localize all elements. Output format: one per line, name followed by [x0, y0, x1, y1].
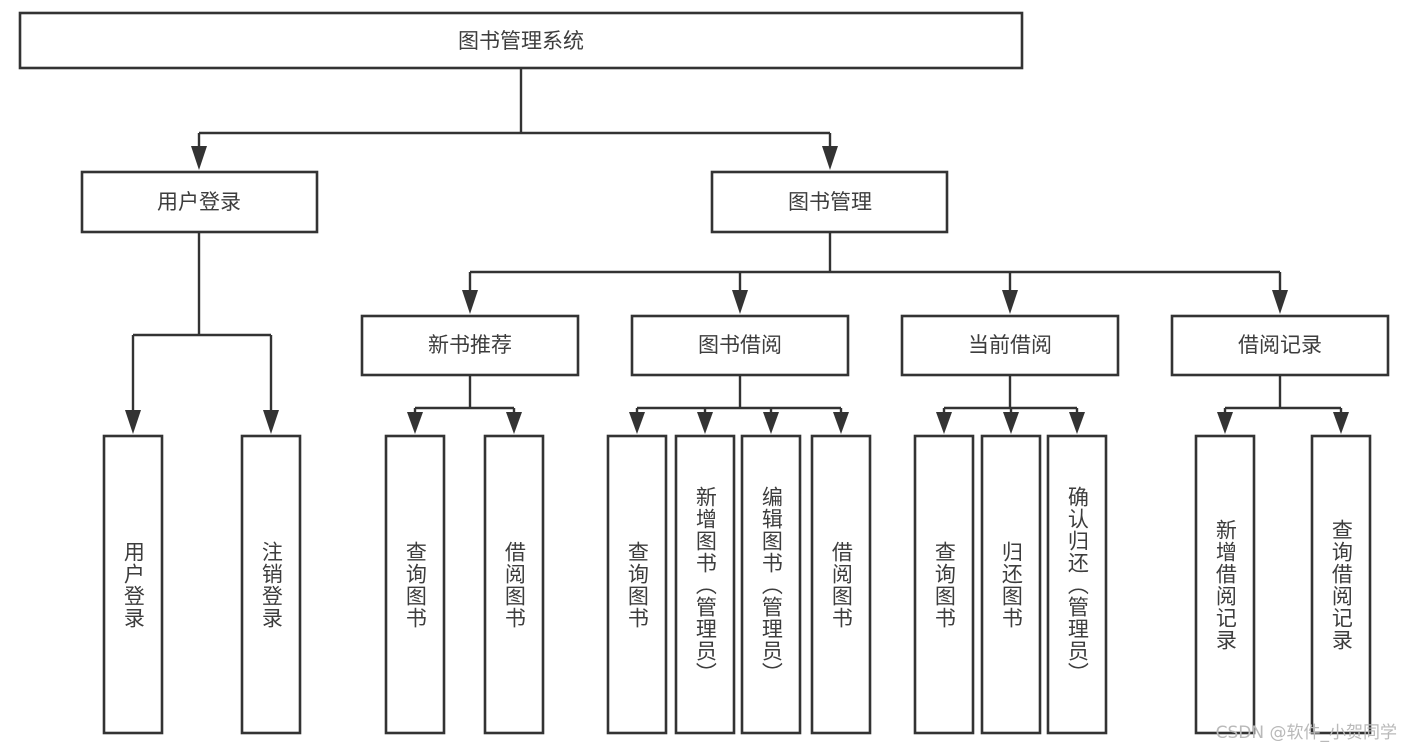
watermark: CSDN @软件_小贺同学 — [1215, 723, 1397, 743]
arrow-head-leaf-edit-book — [763, 412, 779, 434]
leaf-box-return-book[interactable] — [980, 434, 1042, 735]
leaf-box-query-book-1[interactable] — [384, 434, 446, 735]
arrow-head-book-borrow — [732, 290, 748, 314]
node-root[interactable]: 图书管理系统 — [18, 11, 1024, 70]
leaf-box-confirm-return[interactable] — [1046, 434, 1108, 735]
arrow-head-leaf-query-book-3 — [936, 412, 952, 434]
arrow-head-leaf-add-record — [1217, 412, 1233, 434]
node-book-borrow-label: 图书借阅 — [698, 333, 782, 357]
arrow-head-leaf-query-book-1 — [407, 412, 423, 434]
leaf-box-query-book-2[interactable] — [606, 434, 668, 735]
arrow-head-leaf-query-record — [1333, 412, 1349, 434]
arrow-head-leaf-confirm-return — [1069, 412, 1085, 434]
node-current-borrow-label: 当前借阅 — [968, 333, 1052, 357]
node-new-book-recommend-box[interactable] — [360, 314, 580, 377]
arrow-head-user-login — [191, 146, 207, 170]
node-current-borrow[interactable]: 当前借阅 — [900, 314, 1120, 377]
arrow-head-current-borrow — [1002, 290, 1018, 314]
arrow-head-leaf-return-book — [1003, 412, 1019, 434]
arrow-head-leaf-logout-login — [263, 410, 279, 434]
node-current-borrow-box[interactable] — [900, 314, 1120, 377]
leaf-box-edit-book[interactable] — [740, 434, 802, 735]
node-user-login-box[interactable] — [80, 170, 319, 234]
leaf-box-borrow-book-1[interactable] — [483, 434, 545, 735]
node-borrow-record[interactable]: 借阅记录 — [1170, 314, 1390, 377]
node-book-manage-label: 图书管理 — [788, 190, 872, 214]
node-borrow-record-label: 借阅记录 — [1238, 333, 1322, 357]
node-root-label: 图书管理系统 — [458, 29, 584, 53]
arrow-head-leaf-borrow-book-2 — [833, 412, 849, 434]
node-user-login[interactable]: 用户登录 — [80, 170, 319, 234]
arrow-head-leaf-user-login — [125, 410, 141, 434]
leaf-box-add-record[interactable] — [1194, 434, 1256, 735]
leaf-box-logout-login[interactable] — [240, 434, 302, 735]
arrow-head-borrow-record — [1272, 290, 1288, 314]
node-book-borrow[interactable]: 图书借阅 — [630, 314, 850, 377]
leaf-box-borrow-book-2[interactable] — [810, 434, 872, 735]
leaf-box-query-book-3[interactable] — [913, 434, 975, 735]
node-new-book-recommend[interactable]: 新书推荐 — [360, 314, 580, 377]
node-book-manage-box[interactable] — [710, 170, 949, 234]
node-new-book-recommend-label: 新书推荐 — [428, 333, 512, 357]
arrow-head-new-book-recommend — [462, 290, 478, 314]
leaf-box-user-login[interactable] — [102, 434, 164, 735]
leaf-box-add-book[interactable] — [674, 434, 736, 735]
node-borrow-record-box[interactable] — [1170, 314, 1390, 377]
arrow-head-book-manage — [822, 146, 838, 170]
node-root-box[interactable] — [18, 11, 1024, 70]
connectors-layer — [125, 68, 1349, 434]
arrow-head-leaf-query-book-2 — [629, 412, 645, 434]
arrow-head-leaf-borrow-book-1 — [506, 412, 522, 434]
leaf-box-query-record[interactable] — [1310, 434, 1372, 735]
node-book-manage[interactable]: 图书管理 — [710, 170, 949, 234]
node-user-login-label: 用户登录 — [157, 190, 241, 214]
node-book-borrow-box[interactable] — [630, 314, 850, 377]
arrow-head-leaf-add-book — [697, 412, 713, 434]
